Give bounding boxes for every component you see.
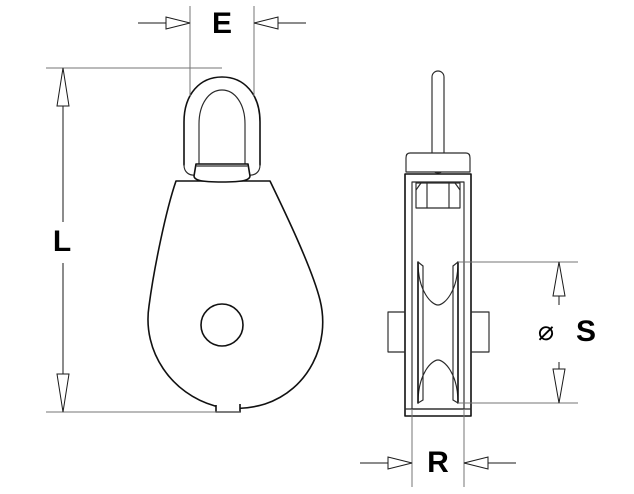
side-sheave-rim-cap-top-left — [417, 261, 424, 267]
side-lug-right — [470, 311, 490, 353]
side-sheave-rim-cap-bottom-left — [417, 399, 424, 404]
swivel-eye-collar — [193, 163, 251, 183]
side-frame-outer — [404, 173, 472, 417]
dimension-E-arrow-right — [253, 16, 279, 30]
side-sheave-rim-cap-bottom-right — [452, 399, 459, 404]
side-view — [387, 70, 490, 417]
side-sheave-bottom-arc — [417, 359, 459, 404]
dimension-E-arrow-left — [165, 16, 191, 30]
dimension-S: ⌀ S — [458, 261, 596, 404]
side-swivel-eye-collar — [405, 152, 471, 173]
side-sheave-rim-cap-top-right — [452, 261, 459, 267]
dimension-E-label: E — [212, 7, 232, 40]
dimension-S-label: S — [576, 315, 596, 348]
front-center-hole — [200, 303, 244, 347]
dimension-L-label: L — [53, 225, 71, 258]
side-hex-nut — [415, 182, 461, 209]
dimension-S-arrow-bottom — [552, 368, 566, 404]
dimension-E: E — [138, 6, 306, 96]
side-swivel-eye-bar — [431, 70, 445, 174]
dimension-R-arrow-left — [387, 456, 413, 470]
dimension-R: R — [360, 409, 516, 487]
side-sheave-top-arc — [417, 261, 459, 306]
dimension-S-arrow-top — [552, 261, 566, 297]
dimension-R-arrow-right — [463, 456, 489, 470]
dimension-L: L — [46, 67, 240, 413]
dimension-R-label: R — [427, 446, 449, 479]
dimension-L-arrow-top — [56, 67, 70, 107]
front-body-bottom-tab — [215, 404, 241, 413]
side-lug-left — [387, 311, 406, 353]
dimension-L-arrow-bottom — [56, 373, 70, 413]
side-hex-nut-chamfer-left — [415, 182, 422, 191]
side-hex-nut-chamfer-right — [454, 182, 461, 191]
swivel-eye-inner — [198, 89, 246, 163]
front-view — [147, 76, 324, 413]
front-body-outline — [147, 180, 324, 410]
dimension-S-diameter-symbol: ⌀ — [538, 316, 554, 346]
swivel-eye-outer — [183, 76, 261, 166]
